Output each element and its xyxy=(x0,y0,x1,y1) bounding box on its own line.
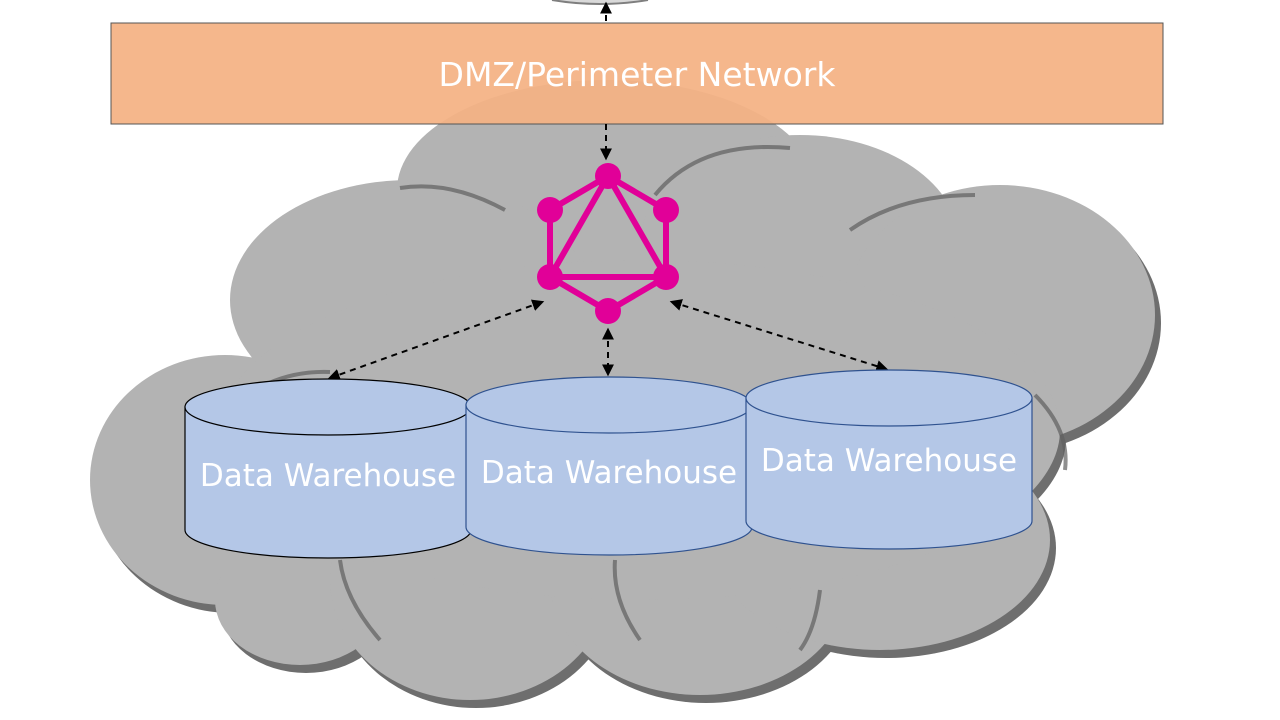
top-partial-shape xyxy=(551,0,649,5)
data-warehouse-label: Data Warehouse xyxy=(200,458,456,494)
graphql-icon xyxy=(537,163,679,324)
data-warehouse-2: Data Warehouse xyxy=(465,376,753,556)
dmz-perimeter-band: DMZ/Perimeter Network xyxy=(110,22,1164,125)
dmz-rect xyxy=(110,22,1164,125)
data-warehouse-label: Data Warehouse xyxy=(481,455,737,491)
connector-hub-warehouse-3 xyxy=(669,299,889,372)
dmz-label: DMZ/Perimeter Network xyxy=(439,55,837,94)
data-warehouse-1: Data Warehouse xyxy=(184,378,472,559)
connectors xyxy=(327,1,889,381)
connector-hub-warehouse-1 xyxy=(327,299,545,381)
data-warehouse-3: Data Warehouse xyxy=(745,369,1033,550)
data-warehouse-label: Data Warehouse xyxy=(761,443,1017,479)
